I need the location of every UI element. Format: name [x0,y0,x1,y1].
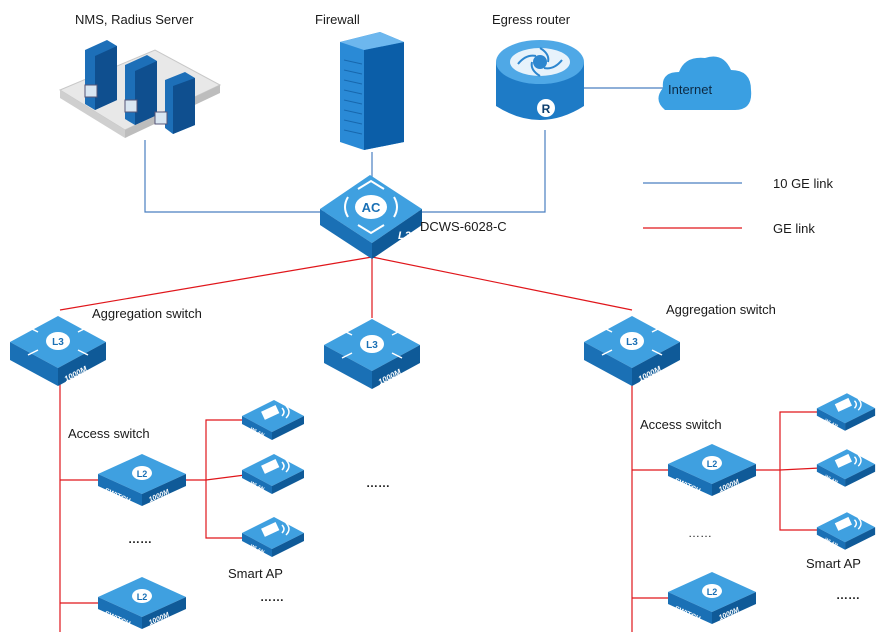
ellipsis-right-bottom: …… [836,588,860,602]
svg-text:WLAN: WLAN [824,537,839,548]
cloud-icon [658,56,752,110]
link-router-ac [418,130,546,213]
svg-text:WLAN: WLAN [824,474,839,485]
ellipsis-left-mid: …… [128,532,152,546]
link-access-ap-right [755,411,820,471]
access-switch-left-label: Access switch [68,426,150,441]
smart-ap-icon: WLAN [816,449,876,487]
svg-text:L2: L2 [137,592,148,602]
access-switch-right-label: Access switch [640,417,722,432]
link-access-ap-left-3 [205,480,245,539]
firewall-label: Firewall [315,12,360,27]
access-switch-right-bottom-icon: L2 SWITCH 1000M [668,572,756,624]
smart-ap-icon: WLAN [242,400,304,440]
egress-router-label: Egress router [492,12,571,27]
link-access-ap-left [185,419,245,481]
firewall-icon [340,32,404,150]
smart-ap-icon: WLAN [242,454,304,494]
ellipsis-left-bottom: …… [260,590,284,604]
aggregation-switch-left-label: Aggregation switch [92,306,202,321]
svg-text:L3: L3 [626,337,638,348]
router-badge: R [542,102,551,116]
router-icon: R [496,40,584,120]
internet-label: Internet [668,82,713,97]
ac-layer-text: L3 [398,230,411,242]
ge-links [59,227,821,632]
svg-text:L2: L2 [707,587,718,597]
smart-ap-icon: WLAN [242,517,304,557]
access-switch-left-top-icon: L2 SWITCH 1000M [98,454,186,506]
link-access-ap-right-3 [779,470,820,531]
link-access-ap-right-2 [779,467,821,471]
nms-label: NMS, Radius Server [75,12,194,27]
link-ac-agg-right [371,256,633,311]
aggregation-switch-right-label: Aggregation switch [666,302,776,317]
aggregation-switch-left-icon: L3 SWITCH 1000M [10,316,106,388]
svg-text:L2: L2 [137,469,148,479]
ten-ge-links [144,87,742,213]
link-ac-agg-left [59,256,373,311]
legend-ge-label: GE link [773,221,815,236]
server-rack-icon [58,40,222,138]
access-switch-left-bottom-icon: L2 SWITCH 1000M [98,577,186,629]
legend-ten-ge-label: 10 GE link [773,176,833,191]
smart-ap-icon: WLAN [816,512,876,550]
smart-ap-icon: WLAN [816,393,876,431]
svg-text:L2: L2 [707,459,718,469]
access-switch-right-top-icon: L2 SWITCH 1000M [668,444,756,496]
link-nms-ac [144,140,338,213]
link-access-ap-left-2 [205,474,246,481]
smart-ap-left-label: Smart AP [228,566,283,581]
aggregation-switch-right-icon: L3 SWITCH 1000M [584,316,680,388]
ac-model-label: DCWS-6028-C [420,219,507,234]
svg-text:L3: L3 [366,340,378,351]
ac-text: AC [362,200,381,215]
svg-text:L3: L3 [52,337,64,348]
ellipsis-center: …… [366,476,390,490]
access-controller-icon: AC L3 [320,175,422,259]
svg-text:WLAN: WLAN [824,418,839,429]
aggregation-switch-middle-icon: L3 SWITCH 1000M [324,319,420,391]
ellipsis-right-mid: …… [688,526,712,540]
smart-ap-right-label: Smart AP [806,556,861,571]
